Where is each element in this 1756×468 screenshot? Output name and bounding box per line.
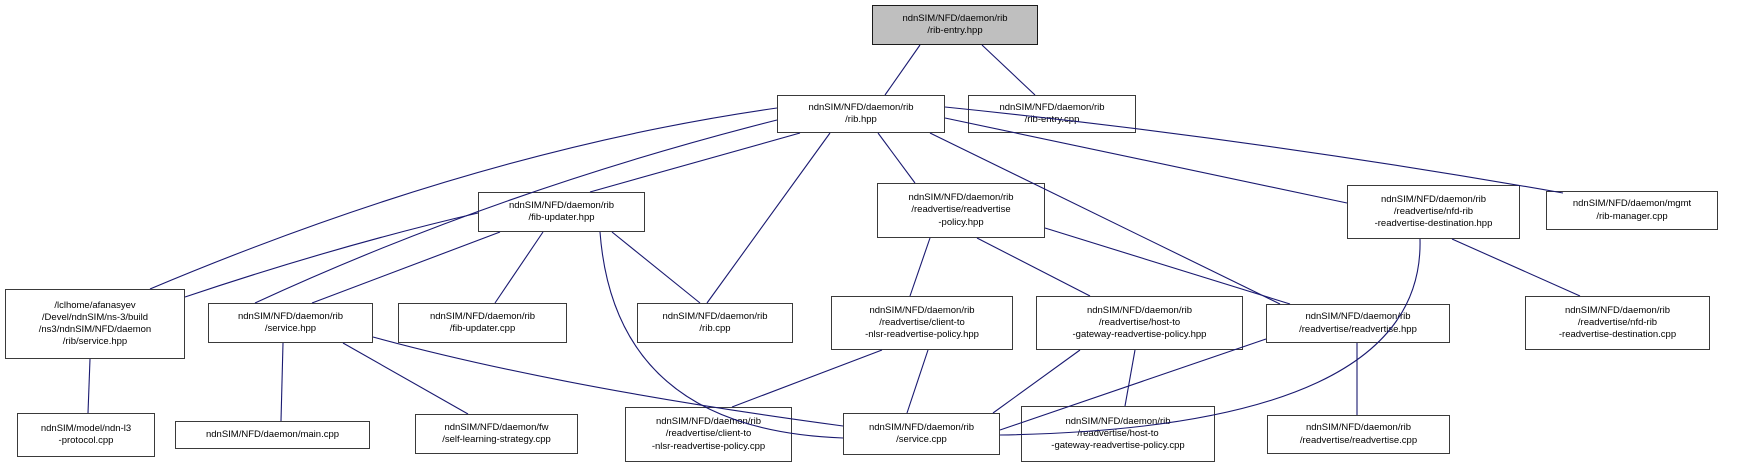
node-label-line: -gateway-readvertise-policy.hpp	[1072, 329, 1207, 341]
node-label-line: /readvertise/nfd-rib	[1393, 205, 1474, 217]
edge-build-service-hpp--fib-updater-hpp	[184, 212, 479, 298]
node-label-line: ndnSIM/NFD/daemon/rib	[1305, 422, 1412, 434]
node-label-line: ndnSIM/NFD/daemon/rib	[1305, 311, 1411, 323]
node-label-line: /readvertise/readvertise	[911, 204, 1011, 216]
node-label-line: ndnSIM/NFD/daemon/rib	[808, 101, 914, 113]
node-ndn-l3-protocol-cpp[interactable]: ndnSIM/model/ndn-l3-protocol.cpp	[17, 413, 155, 457]
node-label-line: ndnSIM/NFD/daemon/rib	[868, 421, 975, 433]
node-label-line: /self-learning-strategy.cpp	[442, 434, 551, 445]
node-nfd-rib-readvertise-destination-cpp[interactable]: ndnSIM/NFD/daemon/rib/readvertise/nfd-ri…	[1525, 296, 1710, 350]
node-client-to-nlsr-readvertise-policy-cpp[interactable]: ndnSIM/NFD/daemon/rib/readvertise/client…	[625, 407, 792, 462]
node-label-line: ndnSIM/NFD/daemon/rib	[1564, 304, 1671, 316]
node-label-line: -readvertise-destination.hpp	[1374, 218, 1493, 230]
node-label-line: ndnSIM/NFD/daemon/rib	[869, 304, 975, 316]
edge-self-learning-strategy-cpp--service-hpp	[342, 342, 469, 415]
edge-fib-updater-cpp--fib-updater-hpp	[494, 231, 544, 304]
node-label-line: ndnSIM/NFD/daemon/rib	[1065, 415, 1171, 427]
node-label-line: -protocol.cpp	[58, 435, 114, 446]
node-label-line: -policy.hpp	[938, 216, 984, 228]
edge-client-to-nlsr-readvertise-policy-cpp--client-to-nlsr-readvertise-policy-hpp	[731, 349, 883, 408]
node-label-line: /rib.cpp	[699, 323, 731, 334]
node-host-to-gateway-readvertise-policy-hpp[interactable]: ndnSIM/NFD/daemon/rib/readvertise/host-t…	[1036, 296, 1243, 350]
node-fib-updater-hpp[interactable]: ndnSIM/NFD/daemon/rib/fib-updater.hpp	[478, 192, 645, 232]
edge-readvertise-policy-hpp--rib-hpp	[877, 132, 916, 184]
edge-rib-cpp--rib-hpp	[706, 132, 831, 304]
node-label-line: -nlsr-readvertise-policy.cpp	[651, 440, 766, 452]
node-nfd-rib-readvertise-destination-hpp[interactable]: ndnSIM/NFD/daemon/rib/readvertise/nfd-ri…	[1347, 185, 1520, 239]
edge-main-cpp--service-hpp	[280, 342, 284, 422]
node-rib-entry-cpp[interactable]: ndnSIM/NFD/daemon/rib/rib-entry.cpp	[968, 95, 1136, 133]
node-label-line: /lclhome/afanasyev	[54, 299, 136, 311]
node-fib-updater-cpp[interactable]: ndnSIM/NFD/daemon/rib/fib-updater.cpp	[398, 303, 567, 343]
node-label-line: /rib-entry.cpp	[1024, 114, 1080, 125]
node-label-line: ndnSIM/NFD/daemon/rib	[1380, 193, 1487, 205]
edge-service-cpp--host-to-gateway-readvertise-policy-hpp	[992, 349, 1081, 414]
node-self-learning-strategy-cpp[interactable]: ndnSIM/NFD/daemon/fw/self-learning-strat…	[415, 414, 578, 454]
node-label-line: ndnSIM/NFD/daemon/rib	[508, 199, 615, 211]
node-label-line: ndnSIM/model/ndn-l3	[40, 422, 132, 434]
edge-client-to-nlsr-readvertise-policy-hpp--readvertise-policy-hpp	[909, 237, 931, 297]
node-label-line: /service.hpp	[264, 323, 317, 334]
node-label-line: ndnSIM/NFD/daemon/fw	[444, 421, 549, 433]
edge-service-cpp--client-to-nlsr-readvertise-policy-hpp	[906, 349, 929, 414]
node-host-to-gateway-readvertise-policy-cpp[interactable]: ndnSIM/NFD/daemon/rib/readvertise/host-t…	[1021, 406, 1215, 462]
node-label-line: /ns3/ndnSIM/NFD/daemon	[38, 324, 152, 335]
node-label-line: /rib.hpp	[845, 114, 877, 125]
node-label-line: /readvertise/readvertise.hpp	[1299, 323, 1417, 335]
node-label-line: /service.cpp	[896, 434, 947, 445]
node-service-hpp[interactable]: ndnSIM/NFD/daemon/rib/service.hpp	[208, 303, 373, 343]
node-label-line: /fib-updater.hpp	[528, 212, 595, 223]
node-label-line: ndnSIM/NFD/daemon/rib	[662, 310, 768, 322]
node-readvertise-hpp[interactable]: ndnSIM/NFD/daemon/rib/readvertise/readve…	[1266, 304, 1450, 343]
node-label-line: /readvertise/host-to	[1077, 427, 1159, 439]
node-label-line: /readvertise/host-to	[1098, 316, 1181, 328]
node-label-line: /rib/service.hpp	[62, 336, 128, 348]
edge-host-to-gateway-readvertise-policy-hpp--readvertise-policy-hpp	[976, 237, 1091, 297]
node-service-cpp[interactable]: ndnSIM/NFD/daemon/rib/service.cpp	[843, 413, 1000, 455]
node-client-to-nlsr-readvertise-policy-hpp[interactable]: ndnSIM/NFD/daemon/rib/readvertise/client…	[831, 296, 1013, 350]
node-label-line: -readvertise-destination.cpp	[1558, 329, 1677, 341]
node-label-line: /readvertise/readvertise.cpp	[1299, 434, 1418, 446]
node-label-line: ndnSIM/NFD/daemon/main.cpp	[205, 428, 340, 440]
node-label-line: /Devel/ndnSIM/ns-3/build	[41, 311, 149, 323]
edge-service-hpp--fib-updater-hpp	[311, 231, 501, 304]
edge-rib-cpp--fib-updater-hpp	[611, 231, 701, 304]
node-label-line: /readvertise/client-to	[665, 428, 752, 440]
node-label-line: /rib-manager.cpp	[1596, 210, 1668, 222]
edge-ndn-l3-protocol-cpp--build-service-hpp	[87, 358, 91, 414]
node-label-line: ndnSIM/NFD/daemon/rib	[999, 101, 1105, 113]
edge-build-service-hpp--rib-hpp	[149, 107, 778, 290]
node-rib-entry-hpp: ndnSIM/NFD/daemon/rib/rib-entry.hpp	[872, 5, 1038, 45]
edge-fib-updater-hpp--rib-hpp	[589, 132, 801, 193]
node-label-line: -nlsr-readvertise-policy.hpp	[865, 329, 979, 341]
edge-nfd-rib-readvertise-destination-cpp--nfd-rib-readvertise-destination-hpp	[1451, 238, 1581, 297]
node-rib-cpp[interactable]: ndnSIM/NFD/daemon/rib/rib.cpp	[637, 303, 793, 343]
node-rib-manager-cpp[interactable]: ndnSIM/NFD/daemon/mgmt/rib-manager.cpp	[1546, 191, 1718, 230]
edge-readvertise-hpp--readvertise-policy-hpp	[1044, 227, 1291, 305]
node-label-line: /fib-updater.cpp	[449, 323, 516, 334]
node-label-line: ndnSIM/NFD/daemon/rib	[429, 310, 536, 322]
node-label-line: ndnSIM/NFD/daemon/rib	[908, 192, 1014, 204]
edge-rib-hpp--rib-entry-hpp	[884, 44, 921, 96]
node-rib-hpp[interactable]: ndnSIM/NFD/daemon/rib/rib.hpp	[777, 95, 945, 133]
node-main-cpp[interactable]: ndnSIM/NFD/daemon/main.cpp	[175, 421, 370, 449]
node-readvertise-policy-hpp[interactable]: ndnSIM/NFD/daemon/rib/readvertise/readve…	[877, 183, 1045, 238]
node-build-service-hpp[interactable]: /lclhome/afanasyev/Devel/ndnSIM/ns-3/bui…	[5, 289, 185, 359]
node-label-line: -gateway-readvertise-policy.cpp	[1051, 440, 1185, 452]
edge-rib-entry-cpp--rib-entry-hpp	[981, 44, 1036, 96]
node-label-line: /readvertise/nfd-rib	[1577, 316, 1658, 328]
node-label-line: /readvertise/client-to	[879, 316, 965, 328]
edge-host-to-gateway-readvertise-policy-cpp--host-to-gateway-readvertise-policy-hpp	[1124, 349, 1136, 407]
node-label-line: ndnSIM/NFD/daemon/mgmt	[1572, 198, 1692, 210]
node-label-line: ndnSIM/NFD/daemon/rib	[902, 12, 1008, 24]
node-label-line: ndnSIM/NFD/daemon/rib	[1086, 304, 1193, 316]
node-readvertise-cpp[interactable]: ndnSIM/NFD/daemon/rib/readvertise/readve…	[1267, 415, 1450, 454]
node-label-line: ndnSIM/NFD/daemon/rib	[237, 310, 344, 322]
node-label-line: /rib-entry.hpp	[927, 25, 983, 36]
node-label-line: ndnSIM/NFD/daemon/rib	[655, 416, 762, 428]
